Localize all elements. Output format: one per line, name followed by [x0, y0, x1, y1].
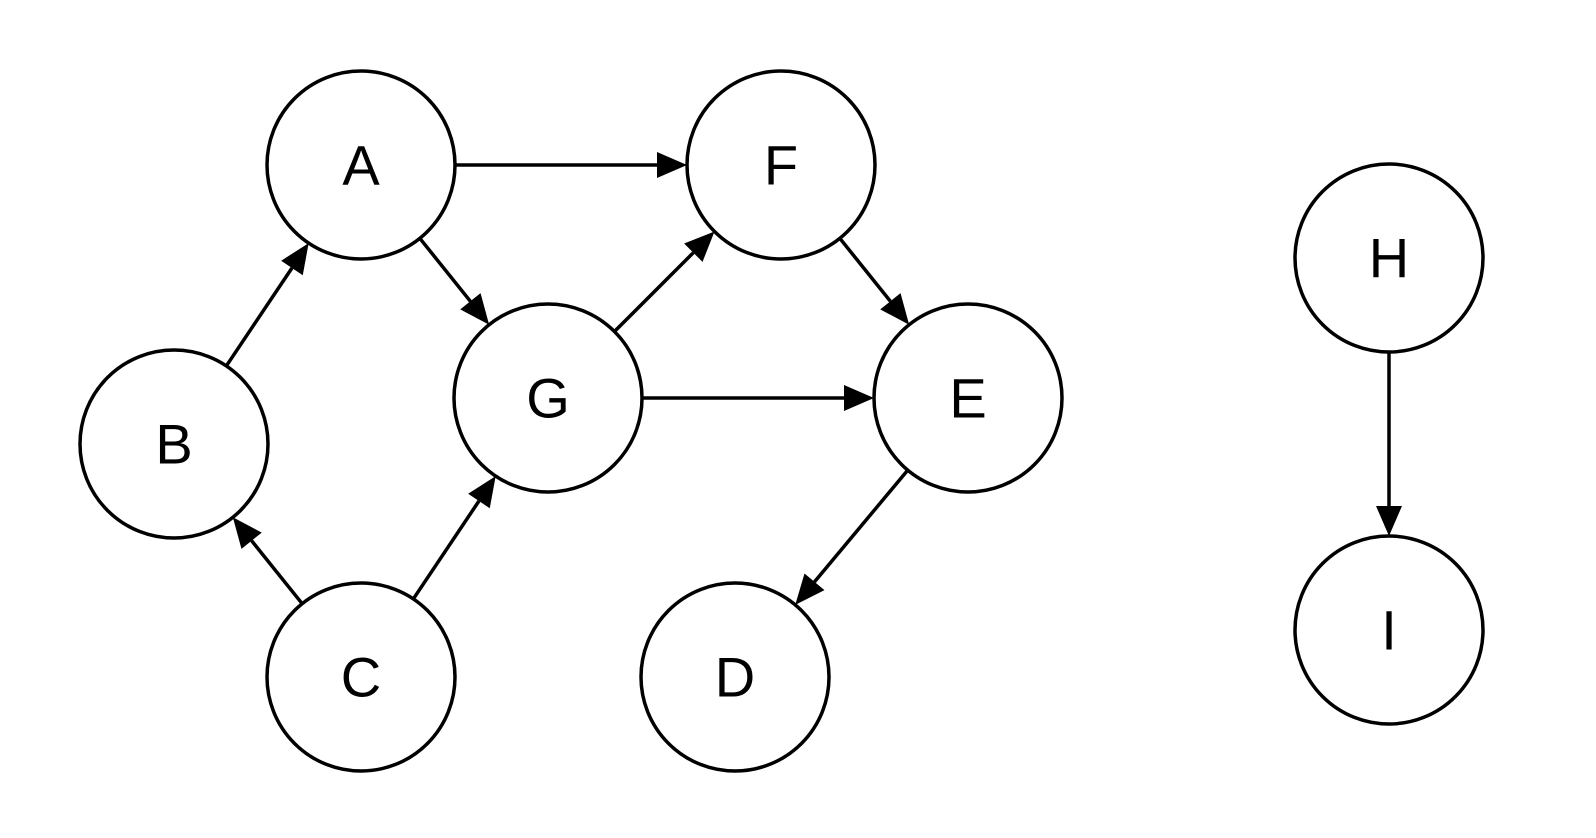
arrowhead-icon: [468, 476, 496, 509]
edge-c-to-b: [232, 517, 304, 605]
node-b: B: [78, 348, 270, 540]
arrowhead-icon: [795, 573, 825, 605]
node-circle: [452, 302, 644, 494]
edge-line: [813, 469, 910, 583]
edges-layer: [224, 152, 1402, 605]
edge-line: [411, 500, 481, 600]
node-e: E: [872, 302, 1064, 494]
node-i: I: [1293, 534, 1485, 726]
edge-a-to-g: [418, 237, 490, 325]
arrowhead-icon: [460, 293, 490, 325]
node-label: I: [1381, 599, 1397, 662]
node-circle: [78, 348, 270, 540]
node-label: D: [715, 646, 755, 709]
edge-g-to-e: [642, 385, 874, 411]
node-label: C: [341, 646, 381, 709]
edge-line: [613, 251, 695, 333]
edge-line: [838, 237, 892, 303]
arrowhead-icon: [880, 293, 910, 325]
node-f: F: [685, 69, 877, 261]
node-circle: [1293, 162, 1485, 354]
edge-e-to-d: [795, 469, 910, 605]
node-circle: [265, 581, 457, 773]
node-label: G: [526, 367, 570, 430]
arrowhead-icon: [1376, 506, 1402, 536]
node-label: H: [1369, 227, 1409, 290]
arrowhead-icon: [844, 385, 874, 411]
edge-h-to-i: [1376, 352, 1402, 536]
nodes-layer: A B C D E F G H I: [78, 69, 1485, 773]
edge-f-to-e: [838, 237, 910, 325]
edge-a-to-f: [455, 152, 687, 178]
node-label: E: [949, 367, 986, 430]
edge-line: [224, 267, 294, 367]
edge-c-to-g: [411, 476, 496, 600]
node-label: B: [155, 413, 192, 476]
edge-line: [250, 539, 304, 605]
node-circle: [639, 581, 831, 773]
node-c: C: [265, 581, 457, 773]
node-label: F: [764, 134, 798, 197]
node-circle: [265, 69, 457, 261]
arrowhead-icon: [232, 517, 262, 549]
node-g: G: [452, 302, 644, 494]
node-label: A: [342, 134, 380, 197]
arrowhead-icon: [657, 152, 687, 178]
node-circle: [872, 302, 1064, 494]
edge-b-to-a: [224, 243, 309, 367]
edge-line: [418, 237, 472, 303]
arrowhead-icon: [684, 231, 715, 262]
node-circle: [685, 69, 877, 261]
node-d: D: [639, 581, 831, 773]
node-circle: [1293, 534, 1485, 726]
arrowhead-icon: [281, 243, 309, 276]
node-a: A: [265, 69, 457, 261]
edge-g-to-f: [613, 231, 715, 333]
node-h: H: [1293, 162, 1485, 354]
